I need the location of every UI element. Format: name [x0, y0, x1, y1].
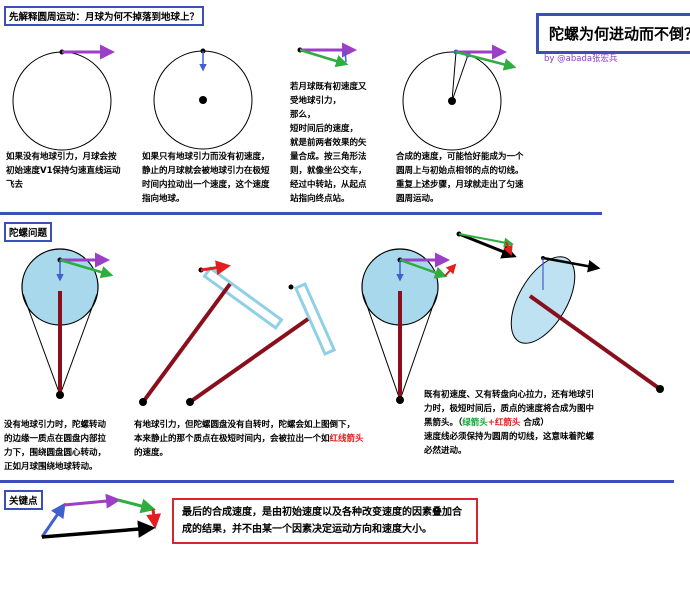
cone-line-left [362, 293, 401, 401]
black-velocity-arrow [542, 256, 601, 273]
plus-sign: + [487, 418, 495, 428]
green-velocity-arrow [399, 258, 448, 279]
red-arrow [503, 241, 513, 256]
circular-motion-diagram [402, 44, 517, 151]
section2-title: 陀螺问题 [4, 222, 53, 242]
blue-vector [40, 502, 66, 538]
tilted-disc-2 [293, 282, 337, 356]
section-separator-1 [0, 212, 602, 215]
orbit-circle [402, 51, 502, 151]
cone-line-left [22, 293, 61, 396]
orbit-circle [12, 51, 112, 151]
pivot-point-2 [186, 398, 194, 406]
cone-line-right [399, 293, 438, 401]
precession-vector-triangle [456, 231, 517, 259]
resultant-velocity-arrow [455, 50, 517, 71]
cone-line-right [59, 293, 98, 396]
key-point-vector-diagram [40, 493, 162, 539]
green-arrow [458, 233, 514, 248]
radius-line-1 [451, 51, 457, 102]
red-velocity-arrow [444, 263, 457, 277]
section-separator-2 [0, 480, 674, 483]
vector-sum-diagram [297, 42, 357, 68]
gyro-diagram-falling [139, 260, 337, 406]
red-arrow-label: 红线箭头 [329, 434, 364, 444]
byline: by @abada张宏兵 [544, 54, 618, 64]
resultant-velocity-arrow [59, 258, 114, 279]
orbit-diagram-no-gravity [12, 44, 115, 151]
green-arrow-label: 绿箭头 [462, 418, 488, 428]
pivot-point [396, 396, 404, 404]
section1-note-no-gravity: 如果没有地球引力，月球会按 初始速度V1保持匀速直线运动 飞去 [6, 152, 121, 190]
section2-note-falling-part1: 有地球引力，但陀螺圆盘没有自转时，陀螺会如上图倒下， 本来静止的那个质点在极短时… [134, 420, 356, 444]
pivot-point [56, 391, 64, 399]
section2-note-precession-part1: 既有初速度、又有转盘向心拉力，还有地球引 力时，极短时间后，质点的速度将合成为图… [424, 390, 595, 428]
section3-title: 关键点 [4, 490, 43, 510]
section1-note-vector-sum: 若月球既有初速度又 受地球引力， 那么， 短时间后的速度， 就是前两者效果的矢 … [290, 82, 367, 204]
section2-note-precession: 既有初速度、又有转盘向心拉力，还有地球引 力时，极短时间后，质点的速度将合成为图… [424, 388, 594, 458]
section1-note-circular-motion: 合成的速度，可能恰好能成为一个 圆周上与初始点相邻的点的切线。 重复上述步骤，月… [396, 152, 524, 204]
tilted-axis [528, 294, 662, 391]
gyro-diagram-precession [361, 248, 457, 404]
section1-title: 先解释圆周运动：月球为何不掉落到地球上？ [4, 6, 205, 26]
red-velocity-arrow [200, 260, 231, 276]
section2-note-falling: 有地球引力，但陀螺圆盘没有自转时，陀螺会如上图倒下， 本来静止的那个质点在极短时… [134, 418, 364, 460]
red-arrow-label-2: 红箭头 [494, 418, 521, 428]
section2-note-falling-part2: 的速度。 [134, 448, 169, 458]
pivot-point-1 [139, 398, 147, 406]
resultant-velocity-arrow [299, 48, 349, 68]
section2-note-no-gravity: 没有地球引力时，陀螺转动 的边缘一质点在圆盘内部拉 力下，围绕圆盘圆心转动， 正… [4, 420, 107, 472]
falling-axis-2 [188, 317, 310, 404]
tilted-disc-1 [202, 265, 284, 331]
key-point-box: 最后的合成速度，是由初始速度以及各种改变速度的因素叠加合成的结果，并不由某一个因… [172, 498, 478, 544]
green-vector [117, 498, 156, 514]
red-vector [146, 508, 162, 529]
pivot-point [656, 385, 664, 393]
purple-vector [63, 493, 121, 509]
section1-note-gravity-only: 如果只有地球引力而没有初速度， 静止的月球就会被地球引力在极短 时间内拉动出一个… [142, 152, 270, 204]
tilted-spinning-gyro [510, 256, 664, 393]
tilted-disc [510, 256, 576, 344]
mass-point-2 [288, 284, 294, 290]
section2-note-precession-part2: 合成） 速度线必须保持为圆周的切线，这意味着陀螺 必然进动。 [424, 418, 595, 456]
resultant-vector [41, 520, 156, 539]
black-resultant-arrow [458, 232, 517, 259]
earth-dot [199, 96, 207, 104]
main-title: 陀螺为何进动而不倒？ [536, 13, 690, 54]
gyro-diagram-no-gravity [21, 248, 114, 399]
radius-line-2 [451, 54, 469, 102]
gravity-component [344, 49, 347, 63]
falling-axis-1 [141, 282, 232, 404]
orbit-diagram-gravity-only [153, 48, 253, 150]
